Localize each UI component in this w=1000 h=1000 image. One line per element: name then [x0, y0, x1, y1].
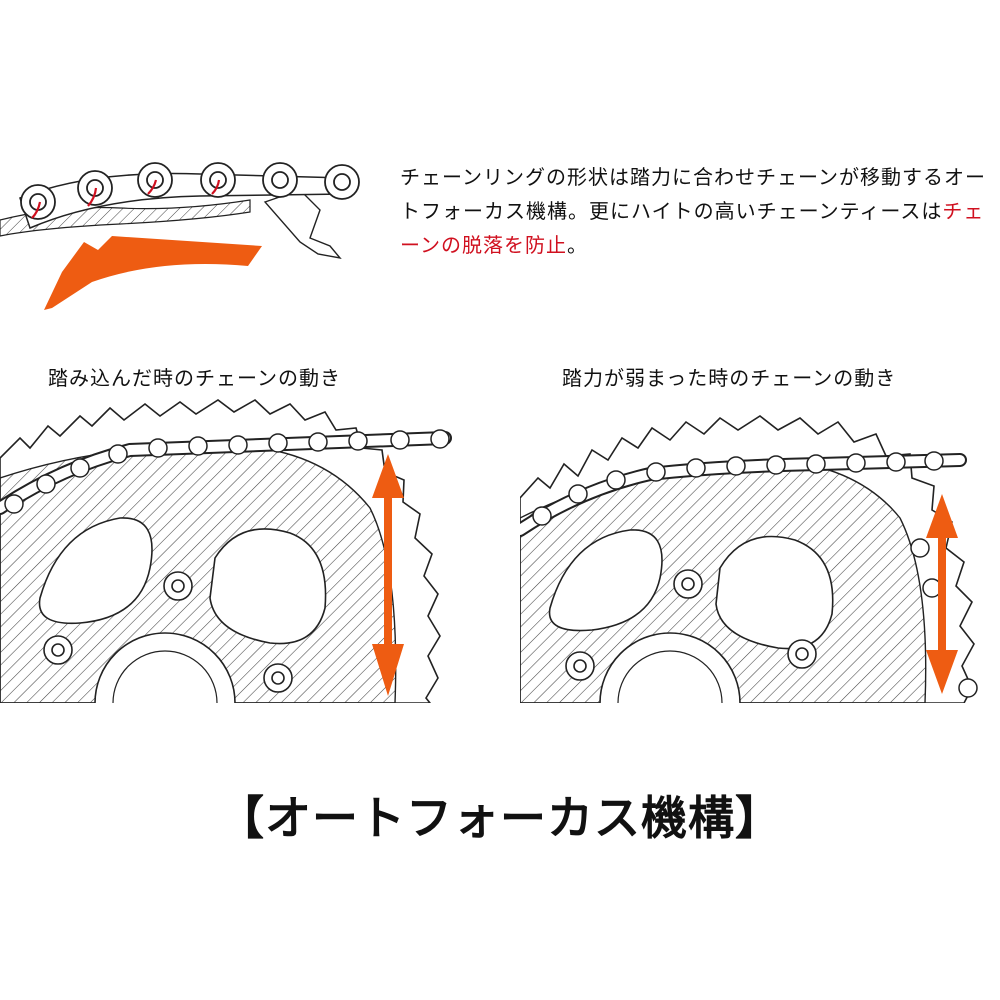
- curved-arrow-left-icon: [44, 236, 262, 310]
- chain-detail-illustration: [0, 162, 360, 310]
- main-title: 【オートフォーカス機構】: [218, 791, 782, 845]
- description-highlight: チェーンの脱落を防止: [400, 199, 985, 257]
- chainring-diagram-released: [520, 415, 978, 703]
- description-part2: 。: [567, 233, 588, 257]
- description-part1: チェーンリングの形状は踏力に合わせチェーンが移動するオートフォーカス機構。更にハ…: [400, 165, 986, 223]
- chainring-diagram-pressed: [0, 399, 452, 703]
- double-headed-vertical-arrow-icon: [372, 454, 404, 696]
- caption-pedal-release: 踏力が弱まった時のチェーンの動き: [562, 366, 897, 390]
- caption-pedal-press: 踏み込んだ時のチェーンの動き: [48, 366, 341, 390]
- double-headed-vertical-arrow-icon: [926, 494, 958, 694]
- description-text: チェーンリングの形状は踏力に合わせチェーンが移動するオートフォーカス機構。更にハ…: [400, 160, 990, 262]
